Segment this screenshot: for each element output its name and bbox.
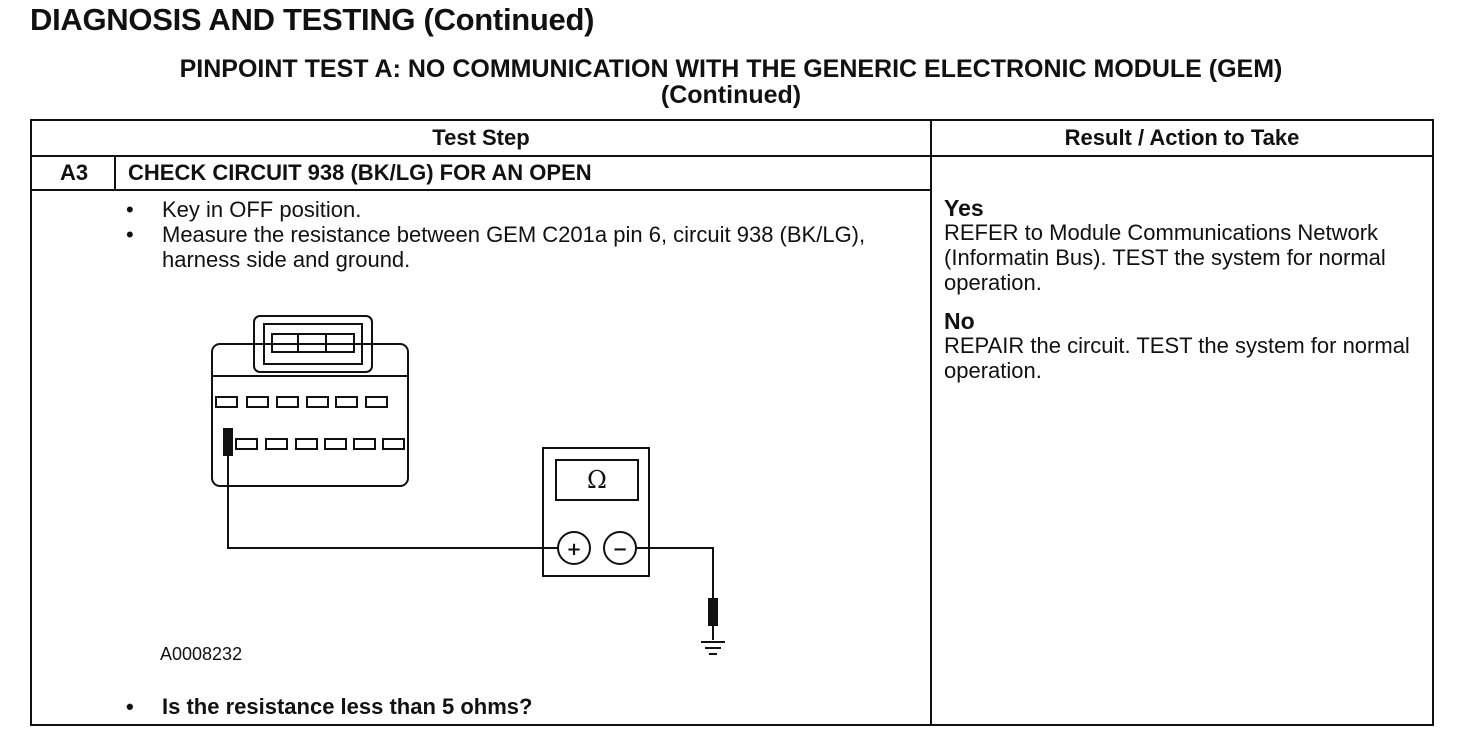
minus-symbol: − <box>612 539 627 560</box>
result-lead: No <box>944 308 975 334</box>
plus-symbol: + <box>566 539 581 560</box>
connector-pin <box>382 438 405 450</box>
figure-id: A0008232 <box>160 644 243 664</box>
column-divider <box>930 119 932 726</box>
connector-pin <box>306 396 329 408</box>
pinpoint-test-title: PINPOINT TEST A: NO COMMUNICATION WITH T… <box>0 56 1462 108</box>
step-title: CHECK CIRCUIT 938 (BK/LG) FOR AN OPEN <box>128 160 592 185</box>
page-title: DIAGNOSIS AND TESTING (Continued) <box>30 2 595 37</box>
result-yes: Yes REFER to Module Communications Netwo… <box>944 196 1434 295</box>
column-header-result: Result / Action to Take <box>1064 125 1300 150</box>
connector-pin <box>353 438 376 450</box>
list-item: • Key in OFF position. <box>122 197 912 222</box>
list-item: • Measure the resistance between GEM C20… <box>122 222 912 272</box>
connector-pin <box>246 396 269 408</box>
result-action: REFER to Module Communications Network (… <box>944 220 1386 295</box>
gem-connector <box>211 343 409 487</box>
step-instructions: • Key in OFF position. • Measure the res… <box>122 197 912 272</box>
ohm-symbol: Ω <box>587 466 607 494</box>
result-lead: Yes <box>944 195 984 221</box>
table-border-right <box>1432 119 1434 726</box>
step-id-divider <box>114 155 116 191</box>
connector-pin <box>215 396 238 408</box>
table-border-bottom <box>30 724 1434 726</box>
table-border-left <box>30 119 32 726</box>
bullet-marker: • <box>126 222 134 247</box>
ground-probe-tip <box>708 598 718 626</box>
table-border-top <box>30 119 1434 121</box>
plus-terminal-icon <box>557 531 591 565</box>
bullet-marker: • <box>126 197 134 222</box>
step-question: • Is the resistance less than 5 ohms? <box>122 694 532 720</box>
connector-pin <box>265 438 288 450</box>
negative-test-lead <box>636 547 714 640</box>
positive-test-lead <box>227 437 558 549</box>
bullet-marker: • <box>126 694 134 719</box>
connector-pin <box>324 438 347 450</box>
test-title-line1: PINPOINT TEST A: NO COMMUNICATION WITH T… <box>179 55 1283 83</box>
result-action: REPAIR the circuit. TEST the system for … <box>944 333 1410 383</box>
connector-pin <box>365 396 388 408</box>
step-title-rule <box>30 189 932 191</box>
ohmmeter <box>542 447 650 577</box>
step-id: A3 <box>59 160 89 185</box>
instruction-text: Measure the resistance between GEM C201a… <box>162 222 866 272</box>
connector-pin <box>295 438 318 450</box>
header-rule <box>30 155 1434 157</box>
positive-probe-tip <box>223 428 233 456</box>
connector-pin <box>235 438 258 450</box>
instruction-text: Key in OFF position. <box>162 197 362 222</box>
result-no: No REPAIR the circuit. TEST the system f… <box>944 309 1434 383</box>
question-text: Is the resistance less than 5 ohms? <box>162 694 533 719</box>
test-title-line2: (Continued) <box>660 81 802 109</box>
connector-pin <box>335 396 358 408</box>
column-header-test-step: Test Step <box>432 125 530 150</box>
ohmmeter-display <box>555 459 639 501</box>
connector-pin <box>276 396 299 408</box>
